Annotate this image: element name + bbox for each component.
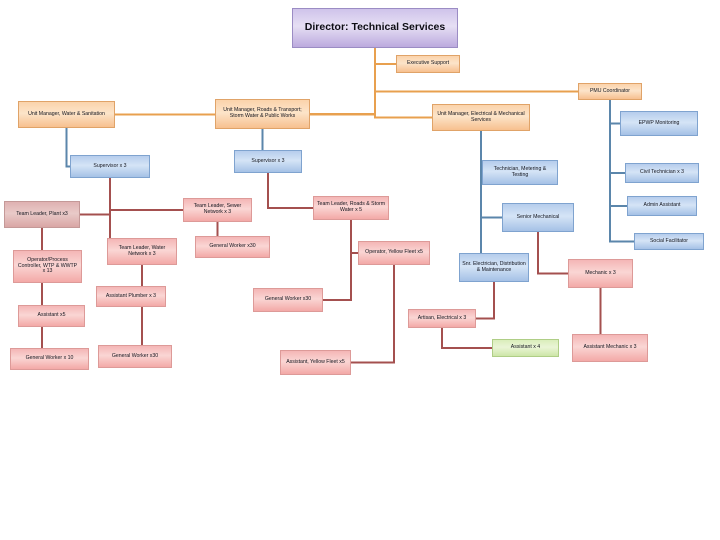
org-node-label: Senior Mechanical	[516, 213, 560, 220]
org-node-assistant-4[interactable]: Assistant x 4	[492, 339, 559, 357]
org-node-op-process[interactable]: Operator/Process Controller, WTP & WWTP …	[13, 250, 82, 283]
org-node-um-elec[interactable]: Unit Manager, Electrical & Mechanical Se…	[432, 104, 530, 131]
connector-tl-roads-to-op-yellow	[350, 220, 358, 254]
org-node-snr-mechanical[interactable]: Senior Mechanical	[502, 203, 574, 232]
org-node-asst-mechanic[interactable]: Assistant Mechanic x 3	[572, 334, 648, 362]
org-node-label: Assistant Plumber x 3	[105, 292, 157, 299]
org-node-gw-sewer2[interactable]: General Worker x30	[98, 345, 172, 368]
connector-tl-plant-to-gw-plant	[10, 228, 43, 360]
org-node-tl-water[interactable]: Team Leader, Water Network x 3	[107, 238, 177, 265]
connector-supervisor-r-to-tl-roads	[267, 173, 313, 209]
org-node-label: Assistant Mechanic x 3	[583, 344, 637, 351]
org-node-label: Unit Manager, Electrical & Mechanical Se…	[437, 110, 525, 123]
org-node-label: Snr. Electrician, Distribution & Mainten…	[462, 260, 526, 273]
org-node-label: EPWP Monitoring	[638, 119, 680, 126]
org-node-gw-sewer[interactable]: General Worker x30	[195, 236, 270, 258]
org-node-label: Team Leader, Sewer Network x 3	[193, 203, 242, 215]
org-node-exec-support[interactable]: Executive Support	[396, 55, 460, 73]
connector-snr-mechanical-to-mechanic	[537, 232, 568, 275]
org-node-label: Team Leader, Roads & Storm Water x 5	[316, 201, 386, 213]
org-node-artisan-elec[interactable]: Artisan, Electrical x 3	[408, 309, 476, 328]
connector-supervisor-w-to-tl-sewer	[109, 178, 183, 211]
connector-op-yellow-to-asst-yellow	[351, 265, 395, 364]
org-node-pmu-coordinator[interactable]: PMU Coordinator	[578, 83, 642, 100]
org-node-label: Executive Support	[406, 60, 450, 67]
org-node-assistant-w[interactable]: Assistant x5	[18, 305, 85, 327]
org-node-um-water[interactable]: Unit Manager, Water & Sanitation	[18, 101, 115, 128]
connector-pmu-coordinator-to-epwp	[609, 100, 620, 125]
org-node-gw-plant[interactable]: General Worker x 10	[10, 348, 89, 370]
org-node-label: Team Leader, Plant x3	[16, 210, 68, 217]
connector-supervisor-w-to-tl-plant	[80, 178, 111, 216]
org-node-label: Operator, Yellow Fleet x5	[365, 249, 423, 256]
org-node-label: Assistant x5	[37, 312, 66, 319]
connector-um-elec-to-snr-electrician	[459, 131, 482, 269]
org-node-tl-sewer[interactable]: Team Leader, Sewer Network x 3	[183, 198, 252, 222]
org-node-label: General Worker x30	[111, 352, 159, 359]
org-node-label: Director: Technical Services	[304, 21, 446, 34]
org-node-um-roads[interactable]: Unit Manager, Roads & Transport; Storm W…	[215, 99, 310, 129]
org-node-label: PMU Coordinator	[589, 87, 631, 94]
org-node-director[interactable]: Director: Technical Services	[292, 8, 458, 48]
org-node-civil-tech[interactable]: Civil Technician x 3	[625, 163, 699, 183]
org-node-label: Team Leader, Water Network x 3	[118, 244, 166, 257]
org-node-supervisor-r[interactable]: Supervisor x 3	[234, 150, 302, 173]
org-node-snr-electrician[interactable]: Snr. Electrician, Distribution & Mainten…	[459, 253, 529, 282]
org-node-label: Assistant x 4	[510, 344, 541, 351]
org-node-label: Admin Assistant	[643, 202, 681, 209]
org-node-label: Supervisor x 3	[251, 157, 285, 164]
connector-tl-roads-to-gw-water	[323, 220, 352, 301]
org-node-gw-water[interactable]: General Worker x30	[253, 288, 323, 312]
connector-director-to-exec-support	[374, 48, 396, 65]
connector-director-to-um-roads	[310, 48, 376, 115]
org-node-social-facil[interactable]: Social Facilitator	[634, 233, 704, 250]
org-node-op-yellow[interactable]: Operator, Yellow Fleet x5	[358, 241, 430, 265]
org-node-label: General Worker x30	[209, 243, 256, 250]
org-node-label: Social Facilitator	[649, 237, 689, 244]
org-node-admin-assistant[interactable]: Admin Assistant	[627, 196, 697, 216]
org-node-tl-plant[interactable]: Team Leader, Plant x3	[4, 201, 80, 228]
connector-artisan-elec-to-assistant-4	[441, 328, 492, 349]
org-node-asst-plumber[interactable]: Assistant Plumber x 3	[96, 286, 166, 307]
org-node-label: General Worker x30	[264, 296, 312, 303]
org-node-asst-yellow[interactable]: Assistant, Yellow Fleet x5	[280, 350, 351, 375]
org-node-label: Civil Technician x 3	[639, 169, 685, 176]
connector-snr-electrician-to-artisan-elec	[476, 282, 495, 320]
connector-tl-water-to-gw-sewer2	[141, 265, 172, 358]
org-node-label: Technician, Metering & Testing	[493, 165, 547, 178]
org-node-label: General Worker x 10	[25, 355, 74, 362]
org-node-supervisor-w[interactable]: Supervisor x 3	[70, 155, 150, 178]
org-node-tl-roads[interactable]: Team Leader, Roads & Storm Water x 5	[313, 196, 389, 220]
org-node-label: Mechanic x 3	[585, 269, 616, 276]
org-node-label: Supervisor x 3	[93, 162, 127, 169]
org-node-label: Artisan, Electrical x 3	[417, 314, 467, 321]
org-node-label: Assistant, Yellow Fleet x5	[286, 358, 345, 365]
org-node-tech-metering[interactable]: Technician, Metering & Testing	[482, 160, 558, 185]
org-node-epwp[interactable]: EPWP Monitoring	[620, 111, 698, 136]
org-node-label: Unit Manager, Water & Sanitation	[28, 110, 105, 117]
org-node-label: Operator/Process Controller, WTP & WWTP …	[17, 256, 78, 275]
org-node-mechanic[interactable]: Mechanic x 3	[568, 259, 633, 288]
org-node-label: Unit Manager, Roads & Transport; Storm W…	[223, 107, 302, 119]
